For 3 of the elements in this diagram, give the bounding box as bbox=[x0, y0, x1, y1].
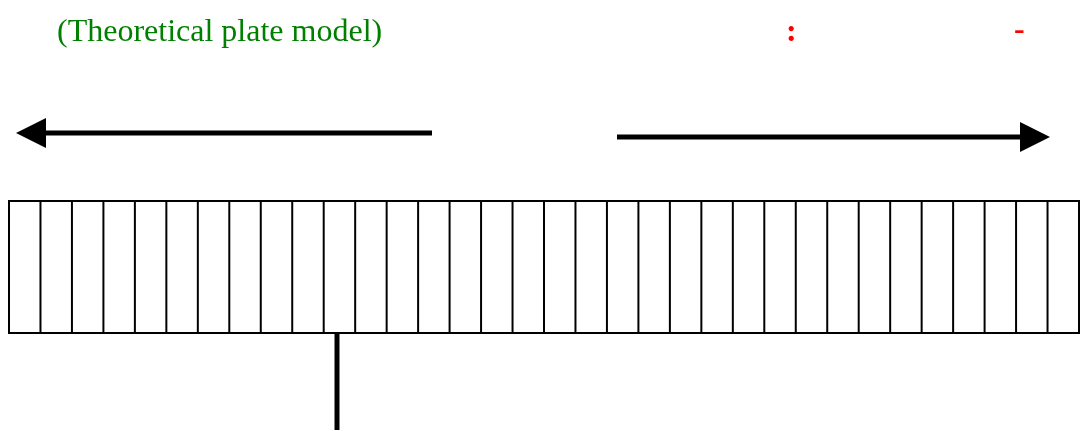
heading: (Theoretical plate model) bbox=[57, 12, 383, 48]
punctuation-mark: - bbox=[1014, 10, 1025, 46]
punctuation-mark: : bbox=[786, 12, 797, 48]
